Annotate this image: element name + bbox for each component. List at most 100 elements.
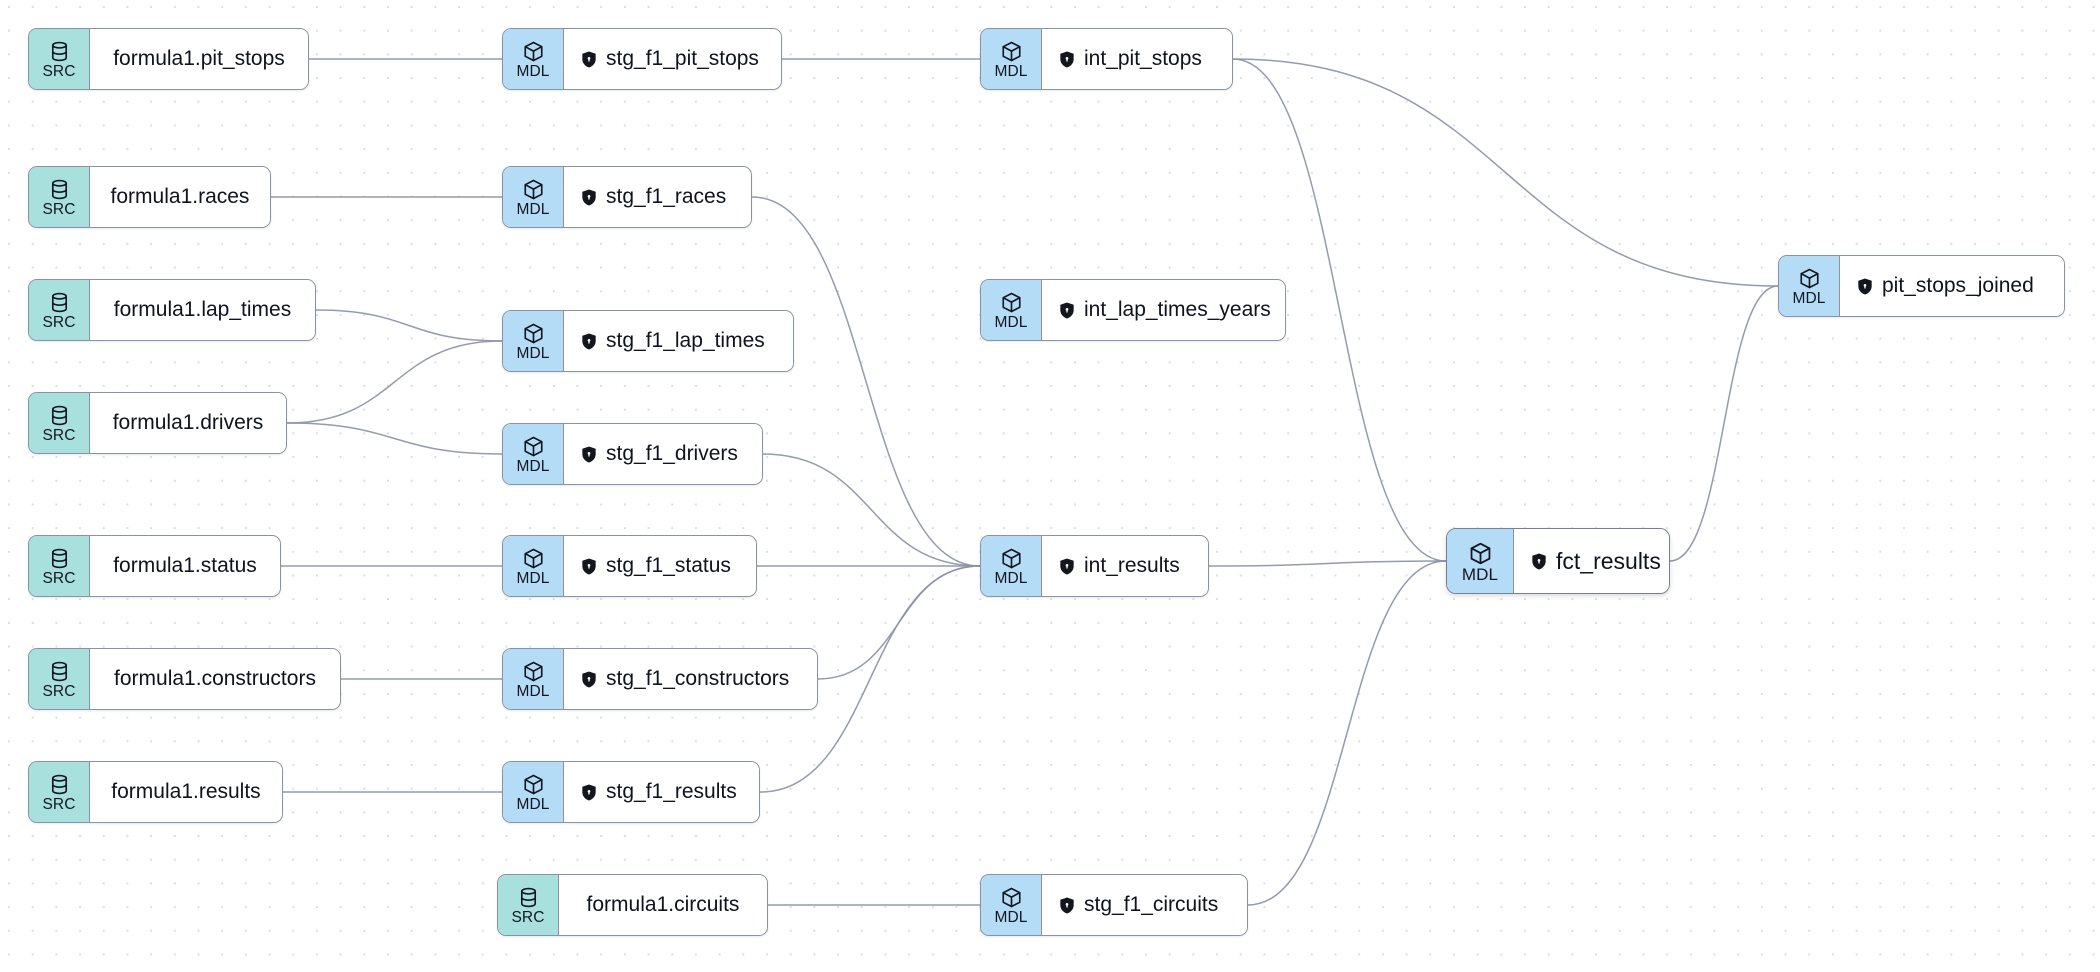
badge-label: SRC [42,796,76,813]
lineage-node-src_lap_times[interactable]: SRC formula1.lap_times [28,279,316,341]
lineage-node-src_pit_stops[interactable]: SRC formula1.pit_stops [28,28,309,90]
lineage-node-stg_lap_times[interactable]: MDL stg_f1_lap_times [502,310,794,372]
node-label: formula1.drivers [112,411,264,434]
shield-icon [582,558,596,574]
shield-icon [1060,558,1074,574]
node-type-badge-src_lap_times: SRC [29,280,90,340]
database-icon [51,292,67,313]
node-body-stg_drivers: stg_f1_drivers [564,424,762,484]
cube-icon [523,774,543,795]
lineage-edge-stg_drivers-to-int_results [762,453,981,567]
badge-label: SRC [42,63,76,80]
cube-icon [1001,548,1021,569]
lineage-node-stg_races[interactable]: MDL stg_f1_races [502,166,752,228]
badge-label: MDL [516,458,550,475]
node-type-badge-stg_constructors: MDL [503,649,564,709]
node-type-badge-src_status: SRC [29,536,90,596]
shield-icon [582,189,596,205]
lineage-edge-stg_circuits-to-fct_results [1247,560,1447,906]
cube-icon [1799,268,1819,289]
badge-label: SRC [42,570,76,587]
node-type-badge-pit_stops_joined: MDL [1779,256,1840,316]
lineage-node-int_pit_stops[interactable]: MDL int_pit_stops [980,28,1233,90]
node-label: formula1.circuits [586,893,740,916]
node-label: stg_f1_constructors [606,667,790,690]
database-icon [51,41,67,62]
cube-icon [523,661,543,682]
database-icon [51,661,67,682]
cube-icon [1470,542,1490,565]
node-type-badge-stg_lap_times: MDL [503,311,564,371]
shield-icon [582,446,596,462]
node-label: formula1.races [110,185,250,208]
database-icon [51,179,67,200]
node-body-stg_lap_times: stg_f1_lap_times [564,311,793,371]
lineage-node-stg_constructors[interactable]: MDL stg_f1_constructors [502,648,818,710]
node-body-int_results: int_results [1042,536,1208,596]
node-label: stg_f1_pit_stops [606,47,759,70]
database-icon [520,887,536,908]
node-label: stg_f1_results [606,780,737,803]
badge-label: MDL [516,683,550,700]
cube-icon [1001,887,1021,908]
node-type-badge-stg_circuits: MDL [981,875,1042,935]
node-label: formula1.results [111,780,261,803]
lineage-edge-fct_results-to-pit_stops_joined [1669,285,1779,562]
shield-icon [1060,51,1074,67]
node-type-badge-int_pit_stops: MDL [981,29,1042,89]
shield-icon [582,671,596,687]
node-type-badge-src_results: SRC [29,762,90,822]
badge-label: MDL [994,909,1028,926]
lineage-node-stg_results[interactable]: MDL stg_f1_results [502,761,760,823]
node-body-int_pit_stops: int_pit_stops [1042,29,1232,89]
shield-icon [1532,553,1546,569]
node-body-stg_results: stg_f1_results [564,762,759,822]
cube-icon [523,41,543,62]
cube-icon [523,436,543,457]
lineage-node-stg_pit_stops[interactable]: MDL stg_f1_pit_stops [502,28,782,90]
node-type-badge-stg_races: MDL [503,167,564,227]
node-label: int_results [1084,554,1180,577]
badge-label: MDL [994,63,1028,80]
node-label: formula1.pit_stops [113,47,285,70]
shield-icon [582,784,596,800]
node-type-badge-stg_pit_stops: MDL [503,29,564,89]
node-body-src_lap_times: formula1.lap_times [90,280,315,340]
node-type-badge-stg_results: MDL [503,762,564,822]
shield-icon [582,51,596,67]
badge-label: MDL [516,345,550,362]
lineage-node-src_results[interactable]: SRC formula1.results [28,761,283,823]
cube-icon [523,323,543,344]
badge-label: MDL [1792,290,1826,307]
node-body-src_drivers: formula1.drivers [90,393,286,453]
badge-label: MDL [1461,565,1499,584]
shield-icon [1858,278,1872,294]
lineage-node-int_results[interactable]: MDL int_results [980,535,1209,597]
lineage-edge-src_lap_times-to-stg_lap_times [315,309,503,342]
shield-icon [1060,302,1074,318]
node-body-pit_stops_joined: pit_stops_joined [1840,256,2064,316]
badge-label: MDL [516,63,550,80]
badge-label: MDL [994,570,1028,587]
lineage-node-pit_stops_joined[interactable]: MDL pit_stops_joined [1778,255,2065,317]
node-body-src_races: formula1.races [90,167,270,227]
node-label: formula1.lap_times [113,298,292,321]
lineage-edge-stg_races-to-int_results [751,196,981,567]
node-label: stg_f1_status [606,554,731,577]
shield-icon [582,333,596,349]
lineage-node-stg_drivers[interactable]: MDL stg_f1_drivers [502,423,763,485]
database-icon [51,774,67,795]
lineage-node-stg_circuits[interactable]: MDL stg_f1_circuits [980,874,1248,936]
shield-icon [1060,897,1074,913]
node-label: stg_f1_races [606,185,727,208]
node-body-stg_circuits: stg_f1_circuits [1042,875,1247,935]
